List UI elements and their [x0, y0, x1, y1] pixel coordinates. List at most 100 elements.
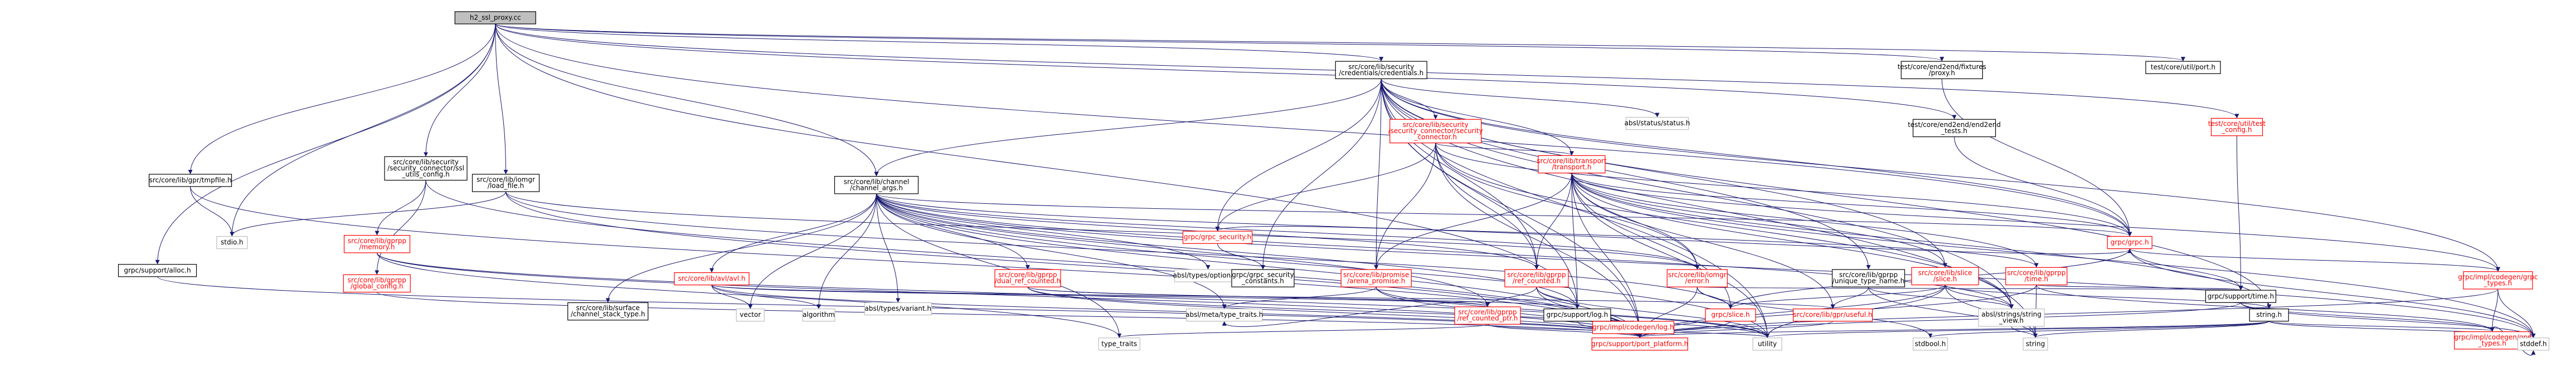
node-codegenlog-label-line-0: grpc/impl/codegen/log.h: [1592, 324, 1674, 331]
node-grpcslice[interactable]: grpc/slice.h: [1705, 309, 1756, 322]
edge-transport-to-useful: [1571, 173, 1835, 309]
edge-secconnector-to-arena: [1374, 143, 1436, 270]
node-credentials[interactable]: src/core/lib/security/credentials/creden…: [1335, 61, 1427, 80]
edge-root-to-gprtmpfile: [188, 23, 496, 174]
node-stringh[interactable]: string.h: [2249, 309, 2289, 322]
edge-credentials-to-arena: [1374, 79, 1382, 270]
node-gpprtime[interactable]: src/core/lib/gprpp/time.h: [2005, 267, 2068, 286]
node-memory[interactable]: src/core/lib/gprpp/memory.h: [343, 235, 411, 253]
node-algorithm: algorithm: [802, 309, 835, 322]
node-refcountedptr[interactable]: src/core/lib/gprpp/ref_counted_ptr.h: [1454, 306, 1521, 325]
node-arena-box: [1340, 269, 1412, 287]
edge-grpcsecurity-to-grpch: [1217, 226, 2132, 254]
edge-channelargs-to-optional: [876, 193, 1211, 270]
edge-transport-to-gpprtime: [1571, 173, 2039, 268]
node-refcountedptr-label-line-0: src/core/lib/gprpp: [1458, 309, 1517, 316]
edge-avl-to-refcountedptr: [711, 285, 1490, 307]
edge-root-to-stdio: [230, 23, 496, 237]
node-portplatform-box: [1591, 337, 1688, 351]
edge-channelargs-to-vector: [748, 193, 877, 309]
edge-secconnector-to-grpcsecurity: [1215, 143, 1436, 232]
node-portplatform[interactable]: grpc/support/port_platform.h: [1591, 337, 1688, 351]
node-stringstd-box: [2023, 337, 2048, 351]
node-channelargs[interactable]: src/core/lib/channel/channel_args.h: [834, 176, 919, 194]
node-grpcslice-box: [1705, 309, 1756, 322]
node-useful[interactable]: src/core/lib/gpr/useful.h: [1792, 309, 1873, 322]
node-portplatform-label-line-0: grpc/support/port_platform.h: [1591, 340, 1688, 347]
edge-gprtmpfile-to-stdio: [190, 186, 235, 237]
node-supportlog[interactable]: grpc/support/log.h: [1543, 309, 1611, 322]
node-refcounted[interactable]: src/core/lib/gprpp/ref_counted.h: [1504, 269, 1569, 287]
edge-avl-to-useful: [711, 285, 1835, 309]
node-codegenlog[interactable]: grpc/impl/codegen/log.h: [1592, 321, 1675, 334]
node-end2endtests-box: [1912, 119, 1996, 138]
node-fixturesproxy[interactable]: test/core/end2end/fixtures/proxy.h: [1898, 61, 1986, 80]
node-memory-box: [343, 235, 411, 253]
node-dualrefcounted[interactable]: src/core/lib/gprpp/dual_ref_counted.h: [994, 269, 1061, 287]
edge-stringh-to-stdbool: [1928, 321, 2269, 338]
node-impltypes-label-line-0: grpc/impl/codegen/grpc: [2458, 273, 2538, 281]
node-impltypes[interactable]: grpc/impl/codegen/grpc_types.h: [2458, 271, 2538, 290]
edge-transport-to-impltypes: [1571, 173, 2500, 272]
node-secconstants-box: [1231, 269, 1295, 287]
node-dualrefcounted-box: [994, 269, 1061, 287]
node-alloc-label-line-0: grpc/support/alloc.h: [124, 266, 191, 274]
node-supporttime[interactable]: grpc/support/time.h: [2205, 290, 2277, 303]
node-gprtypes[interactable]: grpc/impl/codegen/gpr_types.h: [2454, 331, 2531, 350]
edge-credentials-to-refcounted: [1381, 79, 1539, 270]
edge-stringh-to-utility: [1765, 321, 2269, 338]
edge-secconnector-to-grpch: [1435, 143, 2132, 237]
node-root[interactable]: h2_ssl_proxy.cc: [454, 11, 536, 25]
edge-channelargs-to-iomgrerror: [876, 193, 1700, 270]
edge-refcountedptr-to-portplatform: [1487, 324, 1642, 338]
edge-transport-to-iomgrerror: [1571, 173, 1700, 270]
node-avl-label-line-0: src/core/lib/avl/avl.h: [678, 275, 746, 282]
edge-impltypes-to-stddef: [2497, 289, 2536, 338]
edge-channelargs-to-stddef: [876, 193, 2536, 338]
node-alloc[interactable]: grpc/support/alloc.h: [118, 264, 197, 277]
node-portutil[interactable]: test/core/util/port.h: [2145, 61, 2221, 74]
node-loadfile[interactable]: src/core/lib/iomgr/load_file.h: [472, 174, 540, 192]
edge-channelargs-to-surfacestack: [605, 193, 877, 303]
node-gprtmpfile-box: [148, 174, 232, 187]
node-codegenlog-box: [1592, 321, 1675, 334]
edge-impltypes-to-gprtypes: [2490, 289, 2499, 332]
node-globalconfig[interactable]: src/core/lib/gprpp/global_config.h: [343, 274, 411, 293]
node-avl[interactable]: src/core/lib/avl/avl.h: [674, 272, 750, 286]
node-surfacestack[interactable]: src/core/lib/surface/channel_stack_type.…: [567, 302, 649, 321]
node-globalconfig-label-line-1: /global_config.h: [351, 282, 404, 290]
node-impltypes-label-line-1: _types.h: [2483, 279, 2512, 287]
edge-globalconfig-to-portplatform: [376, 292, 1642, 338]
node-gprtmpfile[interactable]: src/core/lib/gpr/tmpfile.h: [148, 174, 232, 187]
node-grpcsecurity[interactable]: grpc/grpc_security.h: [1182, 231, 1253, 244]
node-transport[interactable]: src/core/lib/transport/transport.h: [1537, 155, 1607, 174]
node-slice[interactable]: src/core/lib/slice/slice.h: [1911, 267, 1979, 286]
node-stringview-label-line-1: _view.h: [1999, 316, 2024, 324]
node-uniquetypename[interactable]: src/core/lib/gprpp/unique_type_name.h: [1831, 269, 1906, 287]
node-loadfile-label-line-1: /load_file.h: [488, 182, 524, 190]
edge-channelargs-to-gpprtime: [876, 193, 2039, 268]
node-secconstants[interactable]: grpc/grpc_security_constants.h: [1231, 269, 1295, 287]
edge-end2endtests-to-grpch: [1954, 136, 2132, 237]
edge-slice-to-stringview: [1945, 285, 2014, 309]
node-credentials-box: [1335, 61, 1427, 80]
node-arena[interactable]: src/core/lib/promise/arena_promise.h: [1340, 269, 1412, 287]
edge-root-to-fixturesproxy: [495, 23, 1944, 62]
edge-channelargs-to-type_traits: [876, 193, 1122, 338]
node-grpch[interactable]: grpc/grpc.h: [2107, 236, 2152, 249]
edge-transport-to-refcounted: [1534, 173, 1572, 270]
node-secconnector[interactable]: src/core/lib/security/security_connector…: [1388, 119, 1483, 144]
edge-transport-to-stringview: [1571, 173, 2014, 309]
node-iomgrerror[interactable]: src/core/lib/iomgr/error.h: [1666, 269, 1728, 287]
node-grpcsecurity-box: [1182, 231, 1253, 244]
edge-root-to-channelargs: [495, 23, 879, 177]
node-status: absl/status/status.h: [1625, 117, 1690, 130]
node-stddef: stddef.h: [2517, 337, 2550, 351]
node-iomgrerror-box: [1666, 269, 1728, 287]
node-end2endtests[interactable]: test/core/end2end/end2end_tests.h: [1908, 119, 2001, 138]
node-vector-box: [736, 309, 765, 322]
node-grpcslice-label-line-0: grpc/slice.h: [1711, 311, 1749, 319]
edge-slice-to-grpcslice: [1728, 285, 1946, 309]
node-testconfig[interactable]: test/core/util/test_config.h: [2208, 117, 2266, 136]
node-secconnutils[interactable]: src/core/lib/security/security_connector…: [384, 156, 468, 181]
